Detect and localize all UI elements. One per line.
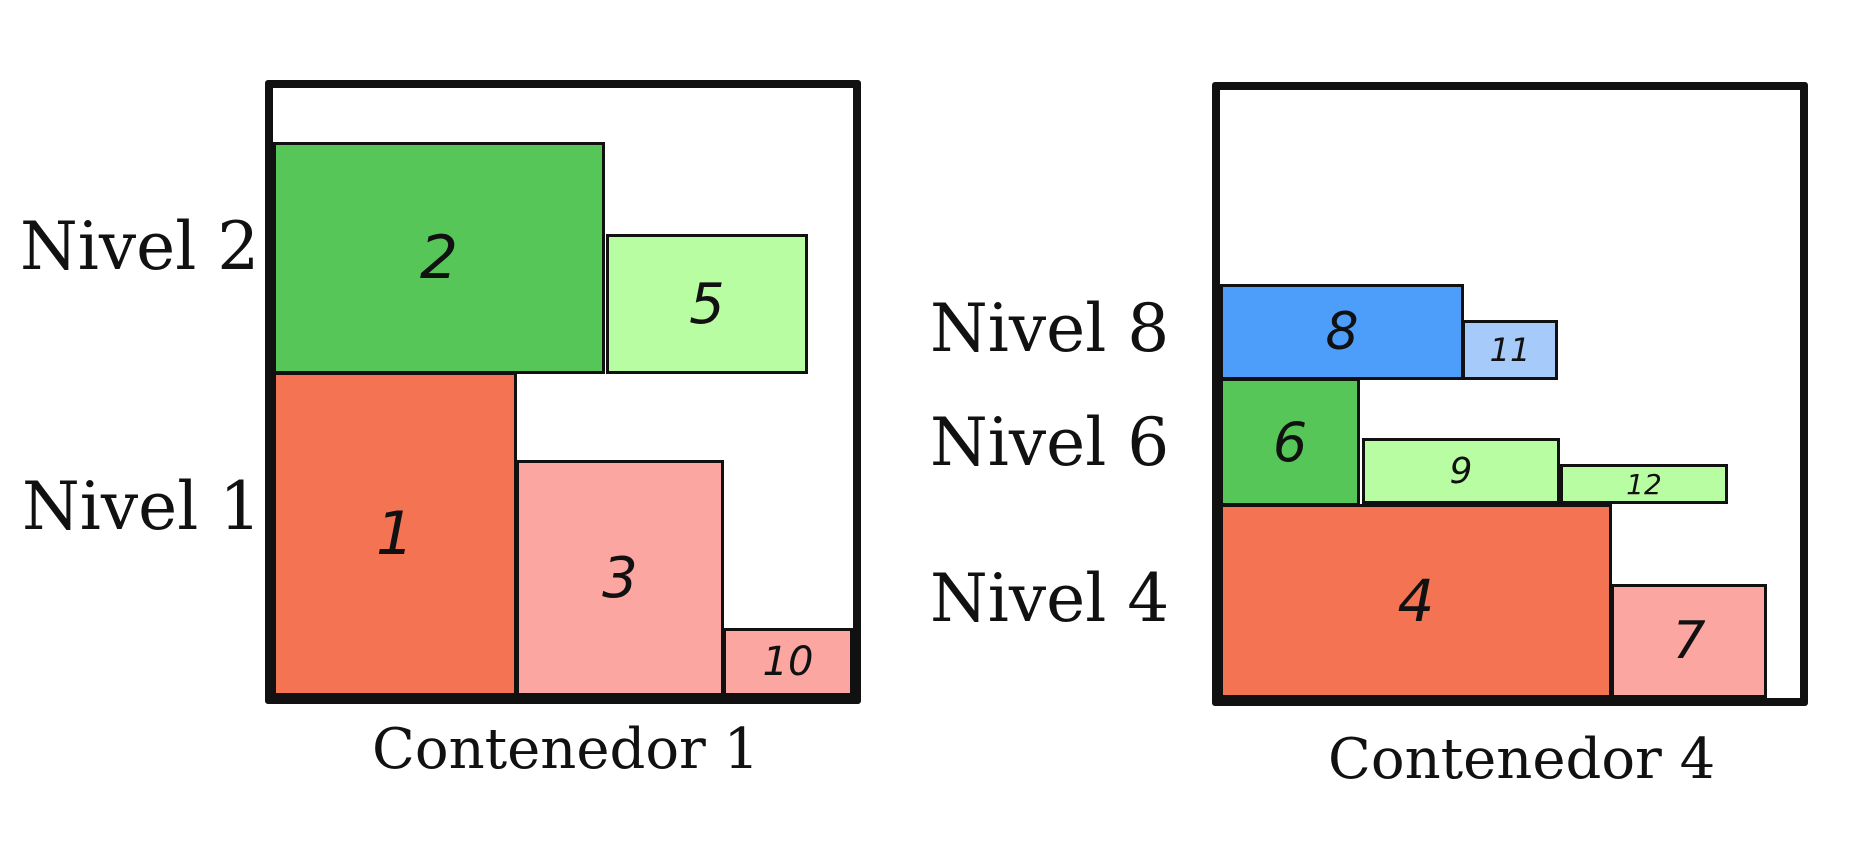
box-8: 8 [1220,284,1464,380]
box-3-label: 3 [602,545,638,611]
box-2: 2 [273,142,605,374]
box-7: 7 [1611,584,1767,698]
box-11-label: 11 [1489,331,1531,369]
box-11: 11 [1462,320,1558,380]
box-5: 5 [606,234,808,374]
box-1: 1 [273,372,517,696]
box-5-label: 5 [689,271,725,337]
level-label-nivel-6: Nivel 6 [930,404,1170,481]
box-12-label: 12 [1626,467,1662,501]
box-12: 12 [1560,464,1728,504]
level-label-nivel-2: Nivel 2 [20,208,260,285]
container-4-caption: Contenedor 4 [1328,727,1716,792]
box-7-label: 7 [1672,611,1706,671]
level-label-nivel-1: Nivel 1 [22,468,262,545]
box-4: 4 [1220,504,1612,698]
level-label-nivel-8: Nivel 8 [930,290,1170,367]
level-label-nivel-4: Nivel 4 [930,560,1170,637]
box-9: 9 [1362,438,1560,504]
box-9-label: 9 [1449,450,1473,492]
box-3: 3 [516,460,724,696]
box-10-label: 10 [762,639,814,685]
container-1-caption: Contenedor 1 [372,717,760,782]
box-4-label: 4 [1397,567,1435,635]
box-2-label: 2 [419,223,459,293]
box-8-label: 8 [1325,302,1359,362]
box-6-label: 6 [1272,410,1308,474]
box-6: 6 [1220,378,1360,506]
box-1-label: 1 [375,499,415,569]
box-10: 10 [723,628,853,696]
